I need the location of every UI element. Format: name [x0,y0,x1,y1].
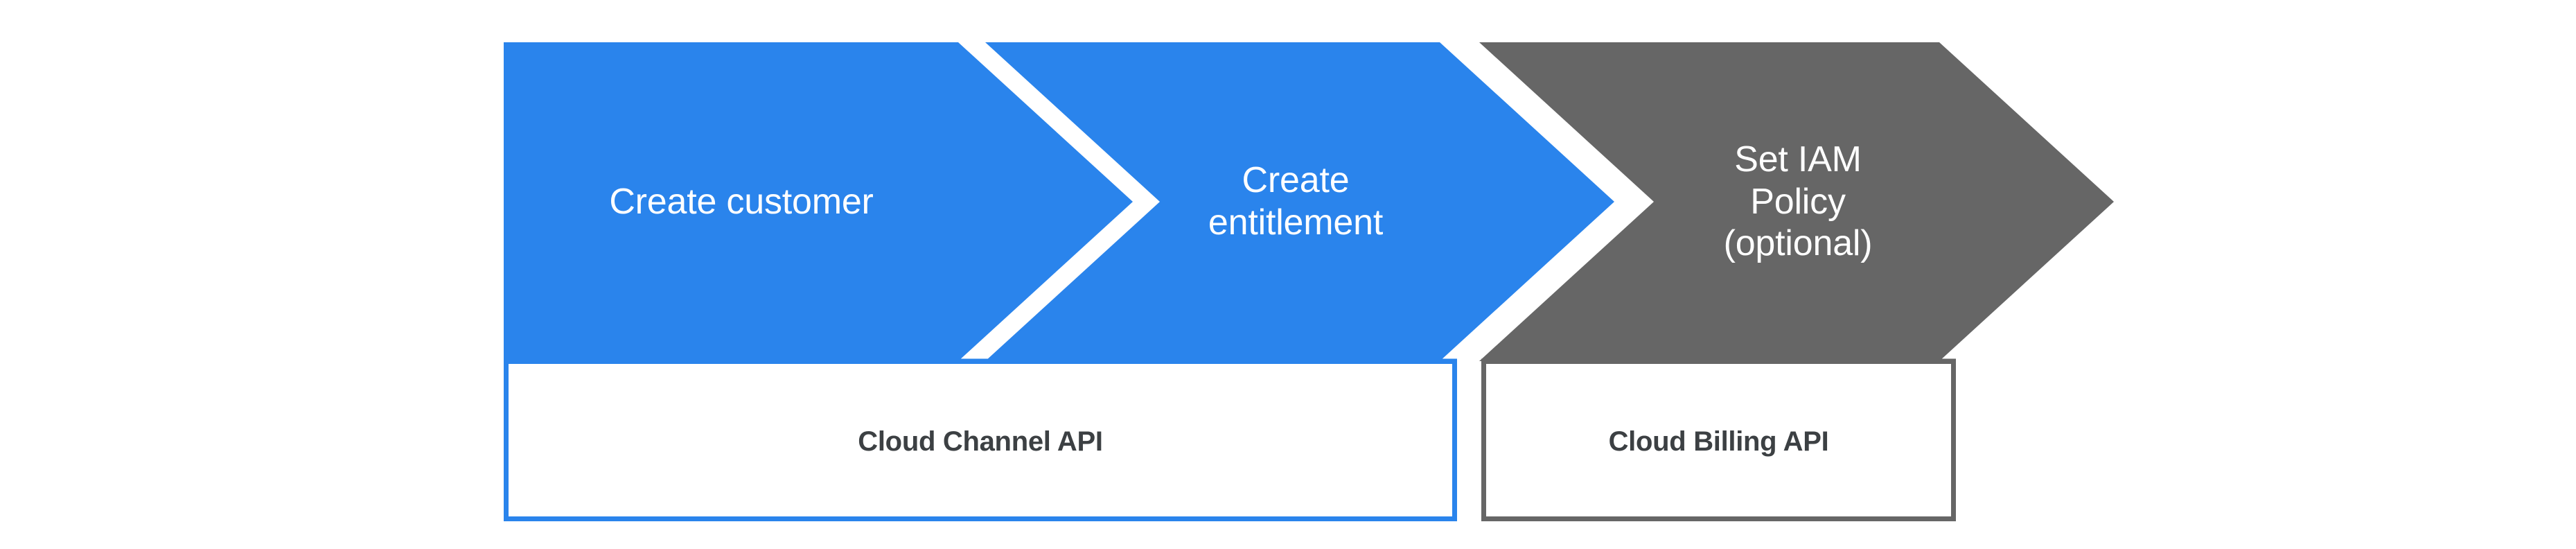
step-chevron-1[interactable] [504,42,1133,361]
card-2-top-seam-mask [1486,359,1951,364]
api-group-card-cloud-channel-api[interactable] [504,358,1457,521]
step-chevron-3[interactable] [1479,42,2114,361]
api-group-card-cloud-billing-api[interactable] [1481,358,1956,521]
card-1-top-seam-mask [509,359,1452,364]
step-chevron-2[interactable] [985,42,1614,361]
